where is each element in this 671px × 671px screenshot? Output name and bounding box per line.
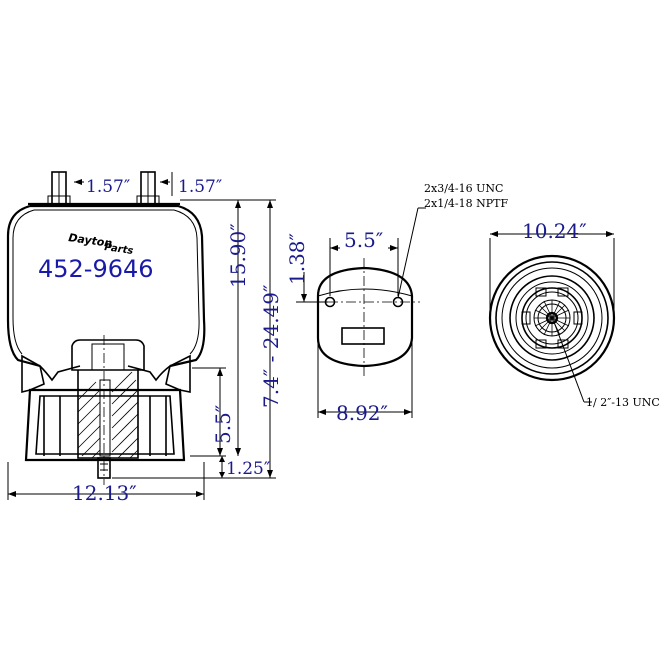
top-plate-outline: [316, 266, 414, 368]
top-studs-note-line2: 2x1/4-18 NPTF: [424, 197, 508, 210]
bottom-diameter-label: 10.24″: [522, 219, 587, 243]
brand-logo-line1: Dayton: [68, 231, 114, 250]
piston: [24, 339, 186, 479]
part-number: 452-9646: [38, 255, 154, 283]
bellows-fold: [39, 365, 171, 382]
height-range-label: 7.4″ - 24.49″: [259, 285, 283, 408]
max-height-label: 15.90″: [226, 223, 250, 288]
top-stud-right: [136, 171, 160, 205]
top-studs-note-line1: 2x3/4-16 UNC: [424, 182, 503, 195]
top-plate-diameter-label: 8.92″: [336, 401, 388, 425]
brand-logo-line2: Parts: [104, 242, 134, 257]
bottom-center-hole: [545, 311, 559, 325]
bottom-outer-ring: [488, 254, 616, 382]
stud-spacing-left-label: 1.57″: [86, 177, 130, 197]
top-stud-offset-label: 1.38″: [285, 233, 309, 285]
bottom-ribs: [534, 300, 570, 336]
piston-height-label: 5.5″: [211, 405, 235, 444]
base-height-label: 1.25″: [226, 459, 270, 479]
top-view: 5.5″ 1.38″ 8.92″ 2x3/4-16 UNC 2x1/4-18 N…: [285, 182, 508, 425]
overall-diameter-label: 12.13″: [72, 481, 137, 505]
bellows-outline: [6, 204, 206, 368]
side-view: Dayton Parts 452-9646 1.57″ 1.57″ 12.13″…: [6, 171, 283, 505]
label-plate: [341, 327, 385, 345]
bottom-thread-note: 1/ 2″-13 UNC: [586, 396, 660, 409]
stud-spacing-right-label: 1.57″: [178, 177, 222, 197]
top-stud-spacing-label: 5.5″: [344, 228, 383, 252]
top-stud-left: [47, 171, 71, 205]
bottom-view: 10.24″ 1/ 2″-13 UNC: [488, 219, 660, 409]
